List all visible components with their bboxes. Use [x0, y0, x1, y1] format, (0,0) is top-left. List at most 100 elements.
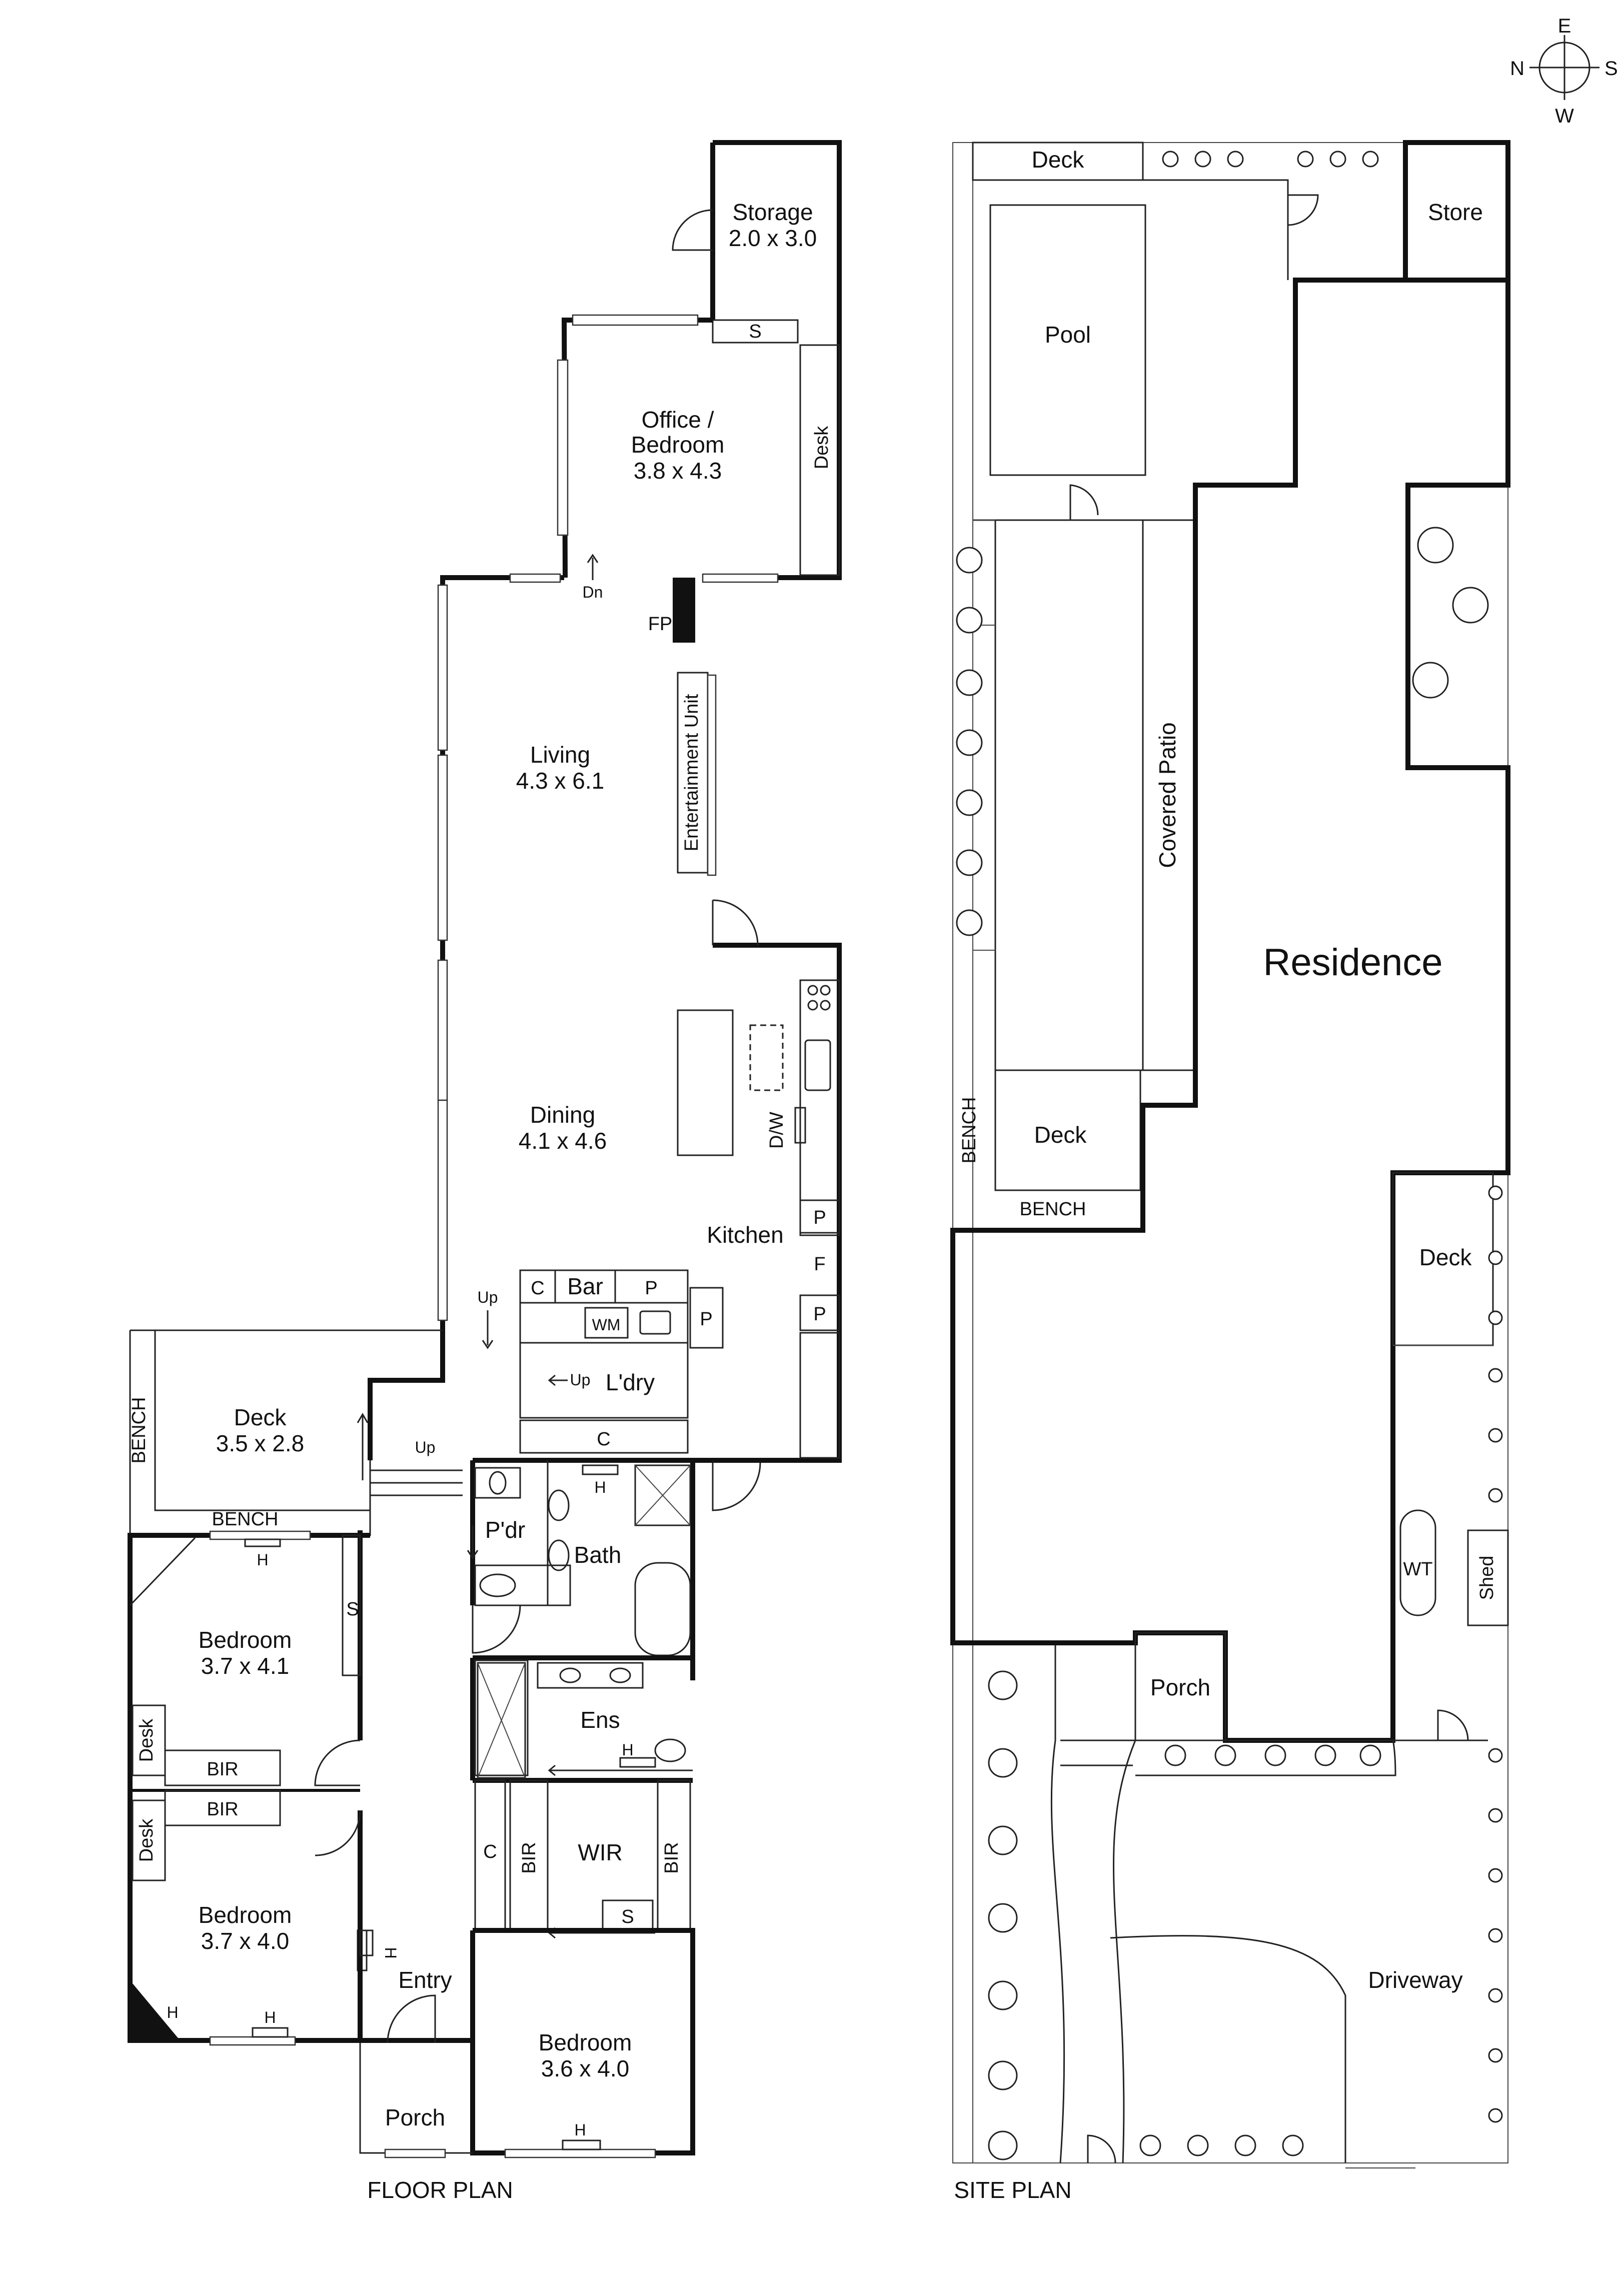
tree-icon — [1488, 1808, 1503, 1823]
living-label: Living — [530, 742, 590, 768]
porch-label: Porch — [385, 2104, 445, 2130]
fridge-f-label: F — [814, 1254, 825, 1275]
tree-icon — [956, 669, 983, 696]
entry-label: Entry — [398, 1967, 452, 1993]
pool-label: Pool — [1045, 322, 1091, 348]
tree-icon — [956, 909, 983, 936]
site-porch-label: Porch — [1150, 1674, 1210, 1700]
stairs-dn-label: Dn — [583, 583, 603, 601]
tree-icon — [1488, 2108, 1503, 2123]
bed2-dims: 3.7 x 4.0 — [201, 1928, 289, 1954]
wir-bir-label-2: BIR — [661, 1842, 682, 1873]
laundry-bar: C Bar P P WM L'dry Up C Up — [478, 1269, 724, 1454]
bar-p-label: P — [645, 1278, 657, 1299]
washing-machine-label: WM — [592, 1316, 621, 1334]
shed-label: Shed — [1476, 1556, 1497, 1600]
wir-safe-label: S — [621, 1906, 634, 1927]
bed3-dims: 3.6 x 4.0 — [541, 2055, 629, 2081]
wir-bir-label-1: BIR — [519, 1842, 540, 1873]
tree-icon — [1139, 2134, 1161, 2156]
office-room: Office / Bedroom 3.8 x 4.3 Desk Dn — [557, 314, 842, 601]
ensuite-wir: Ens H C BIR BIR S WIR — [470, 1655, 693, 1939]
tree-icon — [1194, 151, 1211, 168]
bed3-heater-label: H — [574, 2121, 586, 2139]
compass-e-label: E — [1558, 15, 1571, 37]
bed2-label: Bedroom — [199, 1902, 292, 1928]
laundry-c-label: C — [597, 1429, 610, 1450]
bed1-label: Bedroom — [199, 1627, 292, 1653]
tree-icon — [956, 789, 983, 816]
back-deck-label: Deck — [1034, 1122, 1087, 1148]
tree-icon — [988, 2130, 1018, 2160]
fireplace — [673, 578, 695, 643]
entry-porch: Entry Porch H — [357, 1929, 475, 2158]
bathroom-wing: P'dr H Bath — [467, 1458, 713, 1680]
store-label: Store — [1428, 199, 1483, 225]
tree-icon — [988, 1980, 1018, 2010]
bedrooms-left: S H Bedroom 3.7 x 4.1 Desk BIR BIR Desk … — [128, 1530, 374, 2046]
top-deck-label: Deck — [1032, 147, 1085, 173]
tree-icon — [1329, 151, 1346, 168]
compass-n-label: N — [1510, 58, 1524, 80]
tree-icon — [988, 1903, 1018, 1933]
back-bench-label-1: BENCH — [959, 1097, 980, 1163]
tree-icon — [956, 729, 983, 756]
tree-icon — [956, 547, 983, 574]
ensuite-label: Ens — [580, 1707, 620, 1733]
floor-plan: Storage 2.0 x 3.0 S Office / Bedroom 3.8… — [128, 140, 842, 2203]
bed1-dims: 3.7 x 4.1 — [201, 1653, 289, 1679]
tree-icon — [1214, 1744, 1236, 1766]
back-bench-label-2: BENCH — [1019, 1199, 1086, 1220]
driveway: Driveway — [1050, 1645, 1488, 2168]
tree-icon — [1362, 151, 1379, 168]
laundry-p-label: P — [700, 1309, 712, 1330]
tree-icon — [1488, 1928, 1503, 1943]
site-plan-caption: SITE PLAN — [954, 2177, 1071, 2203]
bed2-corner-heater-label: H — [167, 2003, 178, 2021]
tree-icon — [1314, 1744, 1336, 1766]
office-desk-label: Desk — [811, 426, 832, 470]
entry-heater-label: H — [382, 1947, 400, 1958]
tree-icon — [1359, 1744, 1381, 1766]
tree-icon — [1488, 1368, 1503, 1383]
bedroom-3: H Bedroom 3.6 x 4.0 — [470, 1928, 695, 2158]
tree-icon — [956, 607, 983, 634]
bed1-bir-label: BIR — [207, 1759, 238, 1780]
deck-dims: 3.5 x 2.8 — [216, 1430, 304, 1456]
bed2-desk-label: Desk — [136, 1818, 157, 1862]
tree-icon — [1488, 1428, 1503, 1443]
tree-icon — [1282, 2134, 1304, 2156]
tree-icon — [1488, 1488, 1503, 1503]
kitchen: D/W P F P Kitchen — [677, 899, 842, 1511]
entertainment-unit-label: Entertainment Unit — [681, 694, 702, 851]
wir-label: WIR — [578, 1839, 622, 1865]
residence-label: Residence — [1263, 941, 1442, 984]
bed3-label: Bedroom — [539, 2029, 632, 2055]
top-deck: Deck — [972, 142, 1289, 280]
bath-heater-label: H — [594, 1478, 606, 1496]
storage-dims: 2.0 x 3.0 — [729, 225, 817, 251]
tree-icon — [1488, 2048, 1503, 2063]
site-plan: Deck Store Pool Covered Patio Deck BENCH — [950, 140, 1510, 2203]
bath-label: Bath — [574, 1542, 622, 1568]
tree-icon — [1227, 151, 1244, 168]
pantry-p-label-2: P — [813, 1304, 826, 1325]
water-tank-label: WT — [1403, 1559, 1432, 1580]
tree-icon — [988, 2060, 1018, 2090]
dining-dims: 4.1 x 4.6 — [519, 1128, 607, 1154]
tree-icon — [1488, 1748, 1503, 1763]
store: Store — [1287, 140, 1510, 283]
tree-icon — [956, 849, 983, 876]
bed2-bir-label: BIR — [207, 1799, 238, 1820]
compass-s-label: S — [1604, 58, 1618, 80]
bed2-heater-label: H — [264, 2008, 276, 2026]
deck-bench-label-1: BENCH — [129, 1397, 150, 1463]
compass-w-label: W — [1555, 105, 1574, 127]
wir-c-label: C — [483, 1841, 497, 1862]
fireplace-corner — [130, 1980, 180, 2040]
bed1-desk-label: Desk — [136, 1718, 157, 1762]
pool: Pool — [973, 204, 1195, 521]
kitchen-label: Kitchen — [707, 1222, 783, 1248]
deck-bench-label-2: BENCH — [212, 1509, 278, 1530]
